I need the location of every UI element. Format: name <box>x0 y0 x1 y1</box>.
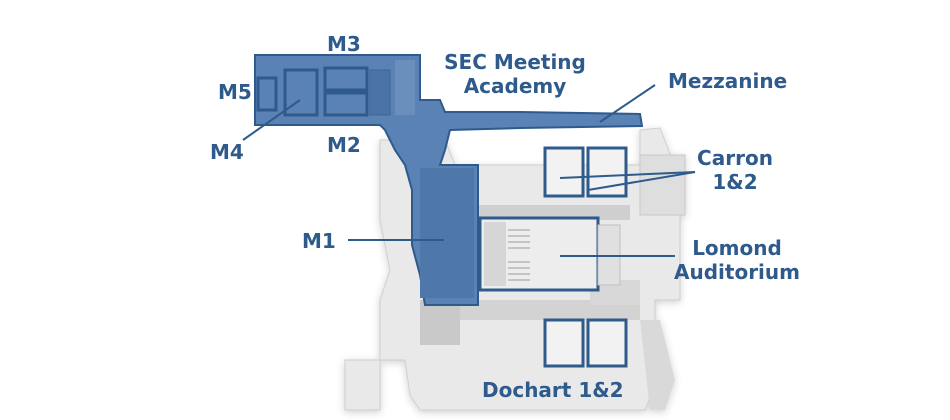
label-carron: Carron 1&2 <box>685 146 785 194</box>
carron-leader-line-2 <box>587 171 696 191</box>
label-m1: M1 <box>302 229 336 253</box>
carron-leader-line-1 <box>559 171 696 179</box>
label-carron-line2: 1&2 <box>712 170 758 194</box>
label-sec-line2: Academy <box>463 74 567 98</box>
label-m2: M2 <box>327 133 361 157</box>
lomond-auditorium-room <box>478 216 621 292</box>
mezzanine-leader-line <box>599 84 656 123</box>
label-m4: M4 <box>210 140 244 164</box>
label-mezzanine: Mezzanine <box>668 69 788 93</box>
m4-leader-line <box>242 99 301 141</box>
label-lomond-line2: Auditorium <box>674 260 800 284</box>
label-m3: M3 <box>327 32 361 56</box>
sec-meeting-academy-area <box>254 54 644 306</box>
leader-lines <box>242 84 696 257</box>
label-lomond-line1: Lomond <box>692 236 782 260</box>
label-carron-line1: Carron <box>697 146 773 170</box>
dochart-rooms <box>543 318 628 368</box>
label-sec-meeting-academy: SEC Meeting Academy <box>435 50 595 98</box>
label-m5: M5 <box>218 80 252 104</box>
label-sec-line1: SEC Meeting <box>444 50 586 74</box>
label-lomond-auditorium: Lomond Auditorium <box>667 236 807 284</box>
label-dochart: Dochart 1&2 <box>482 378 624 402</box>
